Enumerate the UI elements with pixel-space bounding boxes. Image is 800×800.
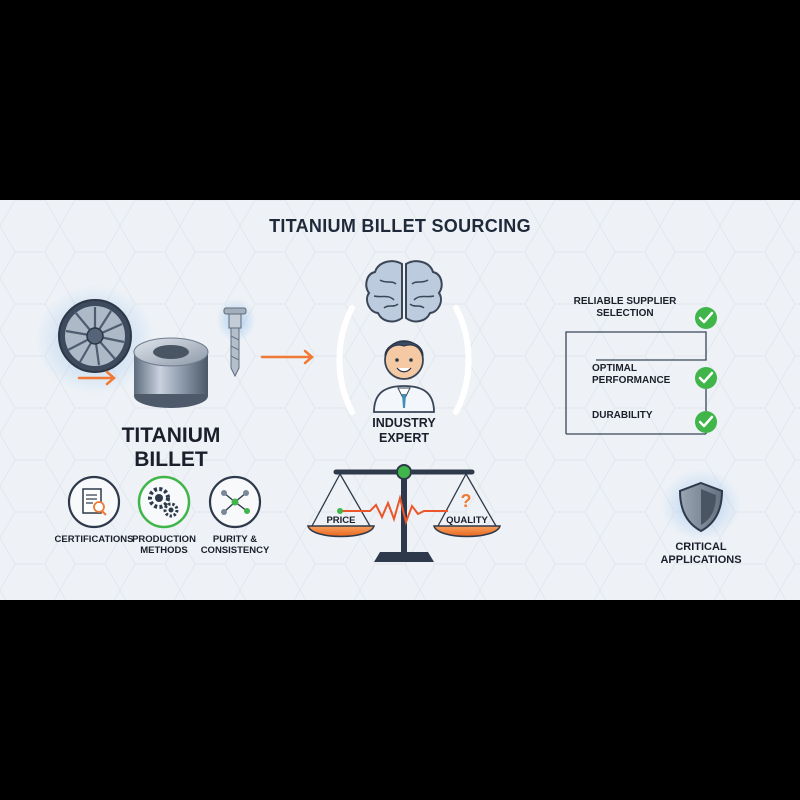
factor-label-purity-line1: PURITY & xyxy=(212,534,258,545)
outcome-1-line2: SELECTION xyxy=(596,308,654,319)
factor-label-certifications: CERTIFICATIONS xyxy=(54,534,134,545)
question-mark: ? xyxy=(460,491,472,511)
factor-label-purity-line2: CONSISTENCY xyxy=(200,545,270,556)
billet-label-line1: TITANIUM xyxy=(121,424,221,447)
turbine-icon xyxy=(58,299,132,373)
critical-applications-label: CRITICAL APPLICATIONS xyxy=(651,541,751,567)
titanium-billet-cylinder xyxy=(133,337,209,408)
expert-label-line2: EXPERT xyxy=(378,431,429,445)
certifications-icon xyxy=(67,475,121,529)
expert-label: INDUSTRY EXPERT xyxy=(354,416,454,446)
scale-price-label: PRICE xyxy=(326,515,356,526)
outcome-optimal-performance: OPTIMAL PERFORMANCE xyxy=(592,363,702,387)
billet-label: TITANIUM BILLET xyxy=(96,424,246,472)
arrow-to-expert xyxy=(260,349,314,365)
factor-label-production-line2: METHODS xyxy=(140,545,188,556)
brain-icon xyxy=(365,260,443,323)
drill-bit-icon xyxy=(216,298,256,378)
expert-label-line1: INDUSTRY xyxy=(372,416,436,430)
critical-line2: APPLICATIONS xyxy=(660,554,742,566)
molecule-icon xyxy=(208,475,262,529)
check-icon-1 xyxy=(695,307,717,329)
shield-icon xyxy=(661,469,741,541)
scale-quality-label: QUALITY xyxy=(446,515,488,526)
arrow-into-billet xyxy=(77,370,116,386)
factor-label-production-line1: PRODUCTION xyxy=(132,534,196,545)
critical-line1: CRITICAL xyxy=(675,541,727,553)
outcome-2-line2: PERFORMANCE xyxy=(592,375,671,386)
check-icon-3 xyxy=(695,411,717,433)
factor-label-purity: PURITY & CONSISTENCY xyxy=(195,534,275,556)
expert-illustration xyxy=(336,260,472,415)
expert-avatar xyxy=(373,340,435,413)
balance-scale xyxy=(307,464,501,562)
infographic-artwork xyxy=(0,200,800,600)
outcome-2-line1: OPTIMAL xyxy=(592,363,637,374)
billet-illustration xyxy=(35,285,314,408)
outcome-1-line1: RELIABLE SUPPLIER xyxy=(573,296,677,307)
billet-label-line2: BILLET xyxy=(134,448,208,471)
page-title: TITANIUM BILLET SOURCING xyxy=(269,216,531,236)
outcome-reliable-supplier: RELIABLE SUPPLIER SELECTION xyxy=(560,296,690,320)
gears-icon xyxy=(137,475,191,529)
infographic-panel: TITANIUM BILLET SOURCING TITANIUM BILLET… xyxy=(0,200,800,600)
factor-label-production: PRODUCTION METHODS xyxy=(124,534,204,556)
outcome-durability: DURABILITY xyxy=(592,410,653,421)
check-icon-2 xyxy=(695,367,717,389)
